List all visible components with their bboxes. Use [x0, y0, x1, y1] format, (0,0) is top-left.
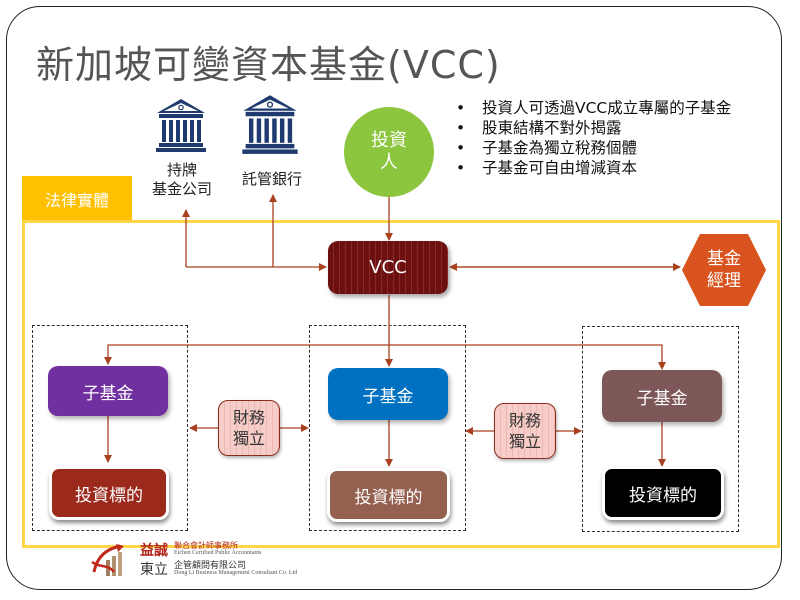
slide-frame [6, 6, 782, 590]
bullet-item: 投資人可透過VCC成立專屬的子基金 [456, 98, 731, 118]
bank-building-icon [242, 95, 298, 154]
financial-independence-badge-1: 財務 獨立 [218, 400, 280, 456]
logo-emblem-icon [91, 544, 124, 576]
fund-manager-label-line: 經理 [707, 271, 741, 291]
logo-brand-bottom: 東立 [140, 562, 168, 578]
slide-title: 新加坡可變資本基金(VCC) [36, 43, 501, 87]
financial-independence-badge-2: 財務 獨立 [494, 403, 556, 459]
licensed-fund-company-label: 持牌 基金公司 [144, 161, 220, 199]
logo-firm-top-en: Eichen Certified Public Accountants [174, 550, 262, 556]
fin-label-line: 財務 [508, 411, 541, 430]
bullet-item: 子基金為獨立稅務個體 [456, 138, 731, 158]
label-line: 持牌 [166, 161, 197, 179]
investment-target-1: 投資標的 [49, 466, 169, 520]
fin-label-line: 財務 [232, 408, 265, 427]
bullet-item: 子基金可自由增減資本 [456, 158, 731, 178]
fund-manager-hexagon [682, 234, 766, 306]
investment-target-3: 投資標的 [602, 466, 724, 520]
sub-fund-group-1 [32, 325, 188, 531]
legal-entity-tag: 法律實體 [22, 176, 132, 221]
logo-firm-bottom: 企管顧問有限公司 [174, 560, 247, 570]
fund-manager-label-line: 基金 [707, 249, 741, 269]
company-logo: 益誠 聯合會計師事務所 Eichen Certified Public Acco… [90, 540, 340, 584]
fund-manager-node: 基金 經理 [682, 234, 766, 306]
logo-firm-top: 聯合會計師事務所 [174, 541, 238, 550]
custodian-bank-label: 託管銀行 [241, 170, 302, 188]
logo-brand-top: 益誠 [140, 543, 168, 559]
sub-fund-2: 子基金 [328, 368, 448, 420]
fin-label-line: 獨立 [508, 432, 541, 451]
investor-label-line: 投資 [371, 130, 407, 151]
vcc-node: VCC [328, 241, 448, 294]
sub-fund-1: 子基金 [48, 366, 168, 416]
logo-firm-bottom-en: Dong Li Business Management Consultant C… [174, 570, 298, 576]
sub-fund-3: 子基金 [602, 370, 722, 422]
sub-fund-group-3 [582, 326, 739, 532]
fin-label-line: 獨立 [232, 429, 265, 448]
label-line: 基金公司 [151, 180, 212, 198]
investor-node: 投資 人 [344, 107, 434, 197]
investor-label-line: 人 [380, 152, 398, 173]
legal-entity-container [22, 220, 780, 548]
bullet-item: 股東結構不對外揭露 [456, 118, 731, 138]
investment-target-2: 投資標的 [327, 468, 450, 522]
feature-bullet-list: 投資人可透過VCC成立專屬的子基金 股東結構不對外揭露 子基金為獨立稅務個體 子… [456, 98, 731, 178]
bank-building-icon [156, 99, 206, 152]
